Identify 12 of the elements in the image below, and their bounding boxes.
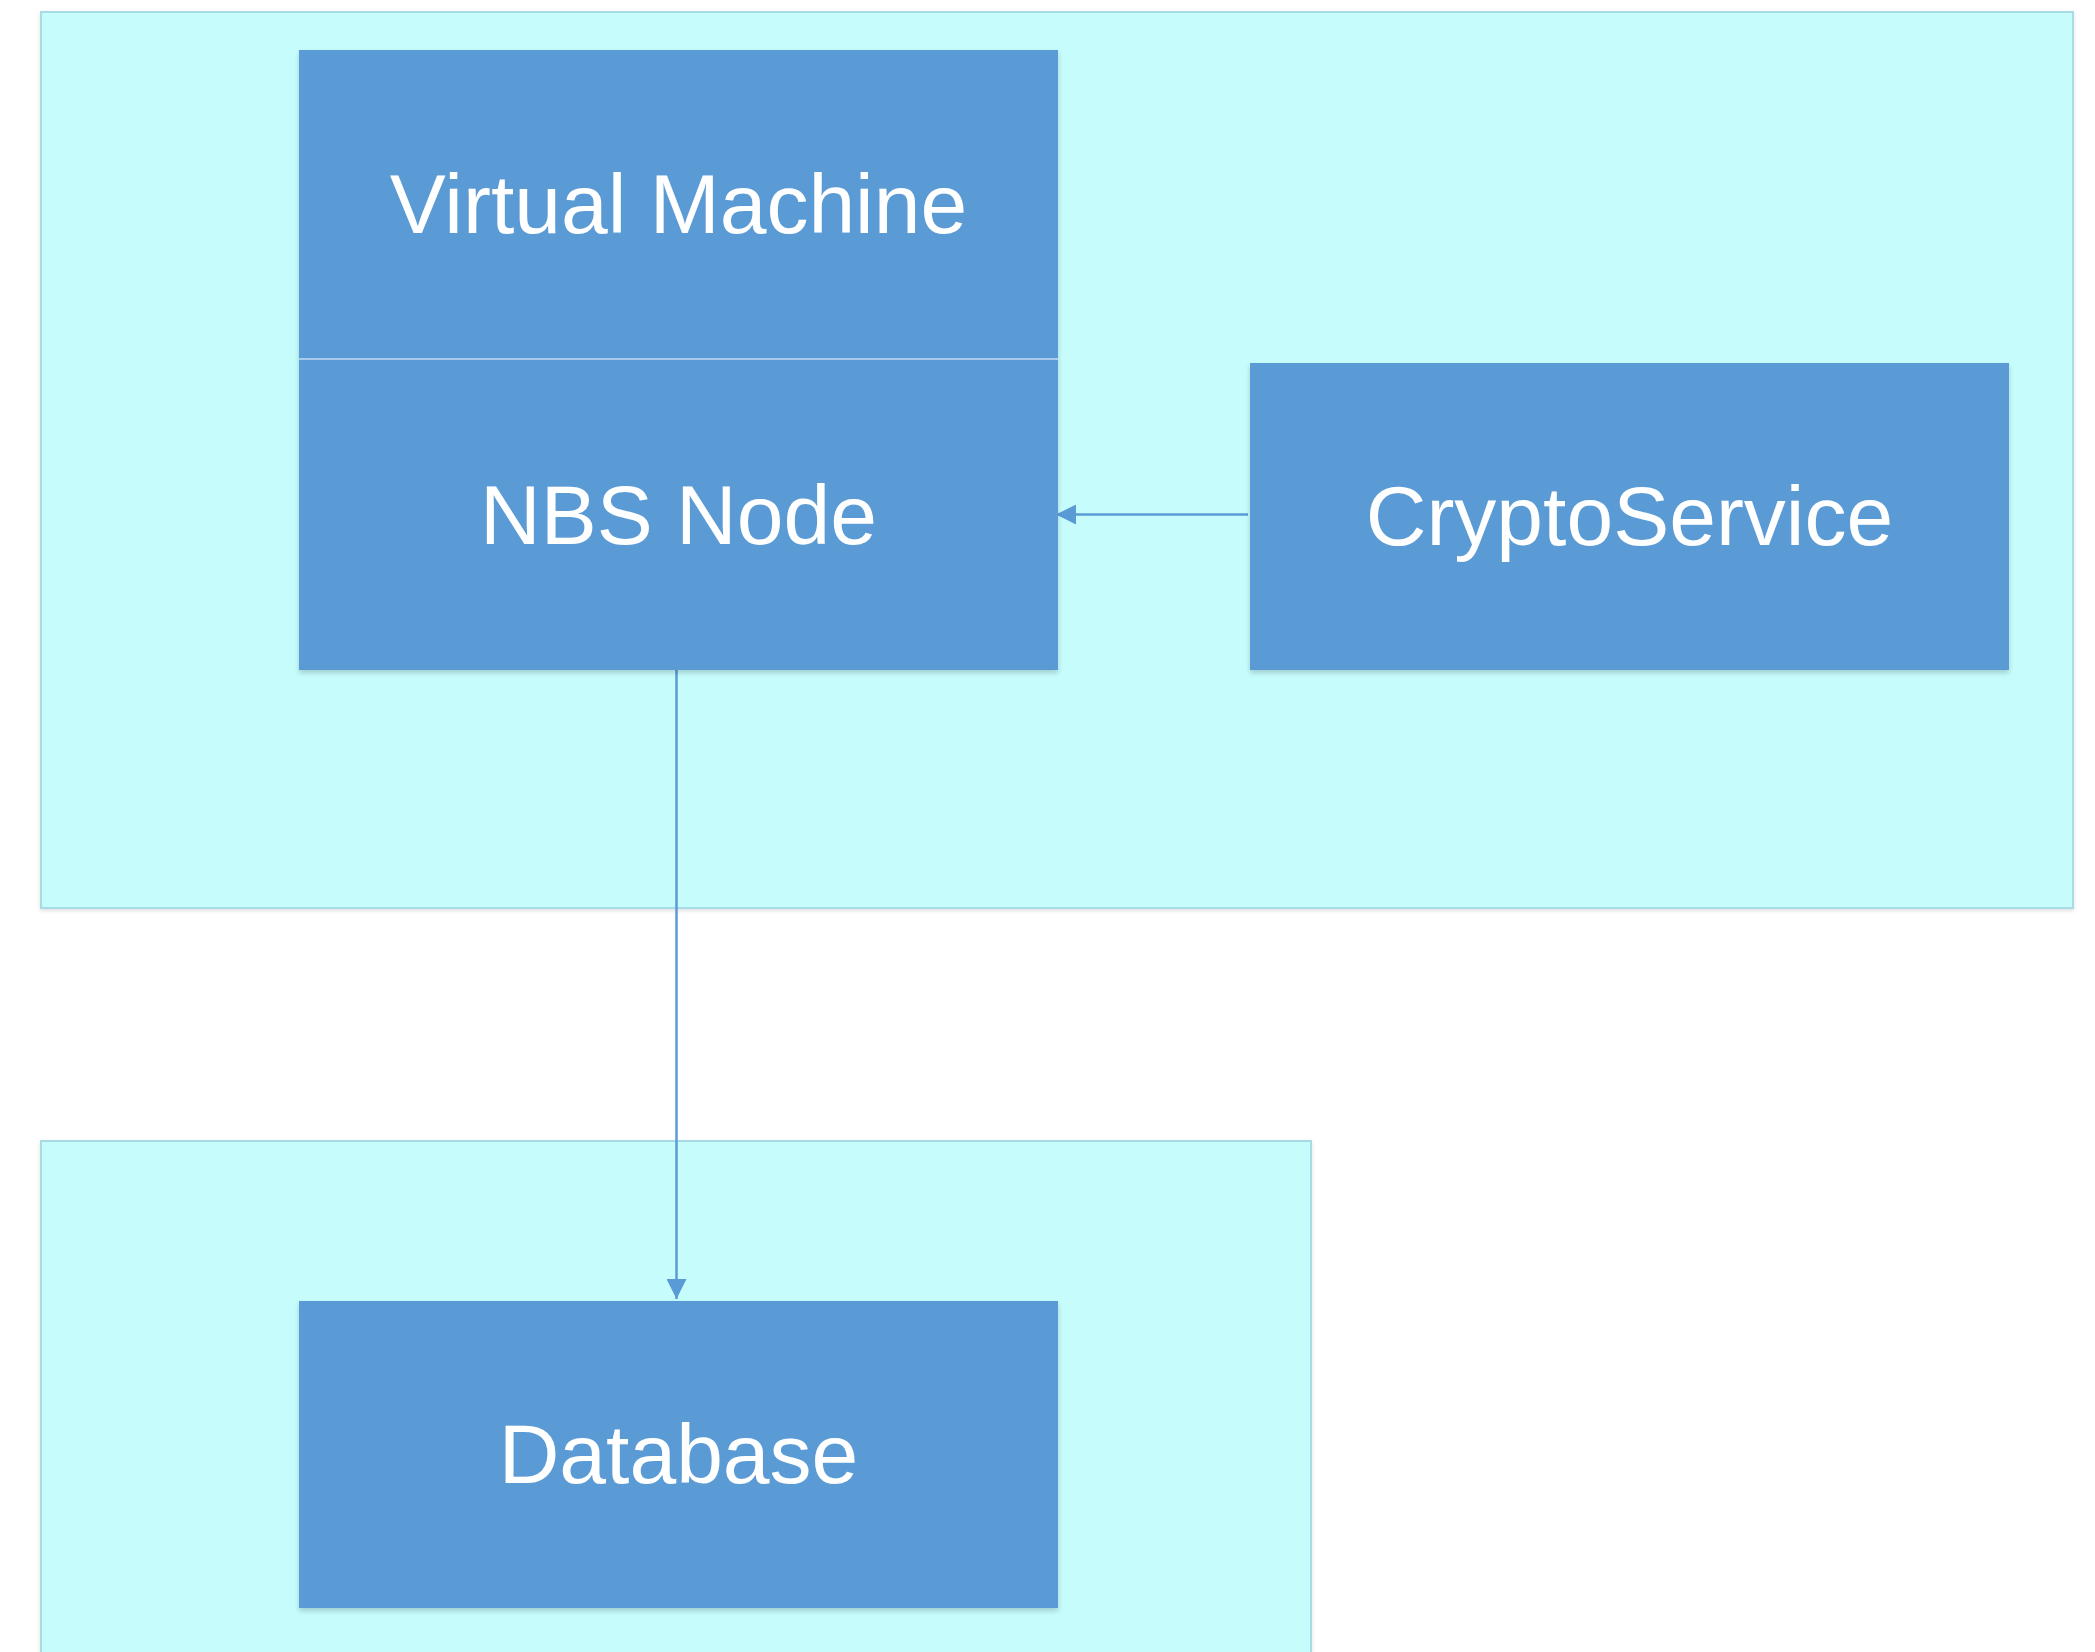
process-box	[299, 50, 1058, 360]
process-box	[299, 360, 1058, 670]
arrow	[1056, 504, 1248, 525]
box-label: NBS Node	[480, 466, 877, 564]
process-box	[299, 1301, 1058, 1608]
group-panel	[40, 11, 2074, 909]
process-box	[1250, 363, 2009, 670]
group-panel	[40, 1140, 1312, 1652]
arrow	[666, 668, 687, 1299]
box-label: Virtual Machine	[389, 155, 968, 253]
box-label: Database	[498, 1406, 859, 1503]
box-label: CryptoService	[1365, 468, 1894, 565]
